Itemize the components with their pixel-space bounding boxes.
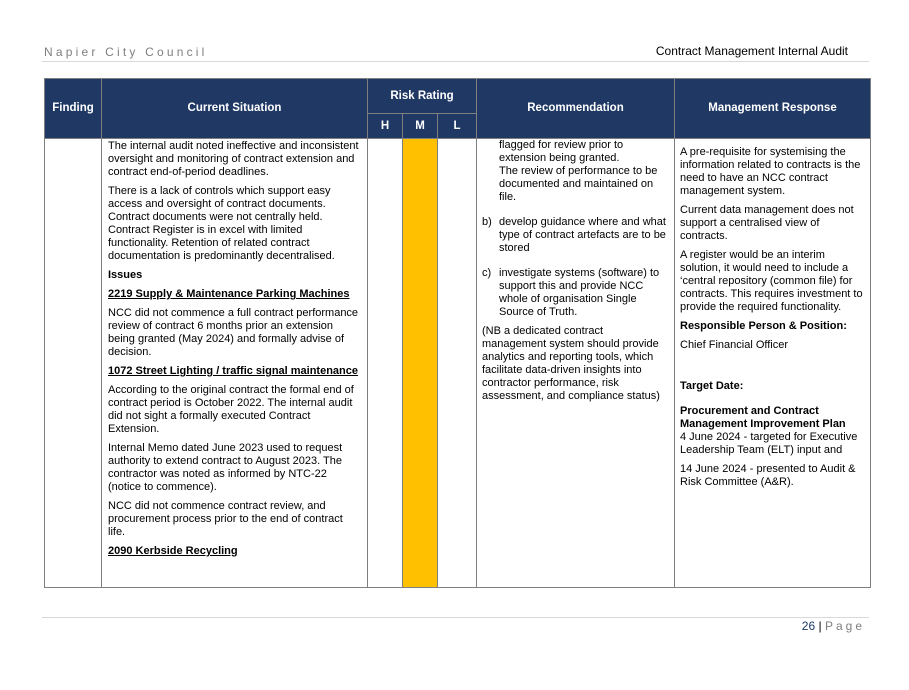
organisation-name: Napier City Council [44,45,208,59]
plan-text: 14 June 2024 - presented to Audit & Risk… [680,463,856,488]
target-date-label: Target Date: [680,380,744,392]
page-number: 26 [801,619,816,633]
management-response-header: Management Response [674,78,871,139]
list-text: investigate systems (software) to suppor… [499,267,660,318]
risk-medium-cell [402,138,438,588]
header-divider [42,61,869,62]
finding-cell [44,138,102,588]
responsible-person-label: Responsible Person & Position: [680,320,847,332]
issue-text: NCC did not commence a full contract per… [108,307,359,358]
response-paragraph: A register would be an interim solution,… [680,249,863,313]
plan-title: Procurement and Contract Management Impr… [680,405,846,430]
responsible-person: Chief Financial Officer [680,339,789,351]
risk-high-cell [367,138,403,588]
document-title: Contract Management Internal Audit [655,44,848,58]
list-marker: c) [482,267,492,279]
risk-rating-header: Risk Rating [367,78,477,114]
risk-low-cell [437,138,477,588]
finding-header: Finding [44,78,102,139]
page-word: Page [824,619,865,633]
situation-paragraph: The internal audit noted ineffective and… [108,140,359,178]
risk-low-header: L [437,113,477,139]
issues-heading: Issues [108,269,143,281]
recommendation-continued: flagged for review prior to extension be… [499,139,624,164]
risk-medium-header: M [402,113,438,139]
footer-separator: | [818,619,822,633]
list-marker: b) [482,216,492,228]
issue-text: According to the original contract the f… [108,384,354,435]
page-footer: 26 | Page [802,619,865,633]
recommendation-cell: flagged for review prior to extension be… [476,138,675,588]
recommendation-continued: The review of performance to be document… [499,165,658,203]
audit-findings-table: Finding Current Situation Risk Rating Re… [44,78,871,588]
issue-title: 1072 Street Lighting / traffic signal ma… [108,365,359,377]
plan-text: 4 June 2024 - targeted for Executive Lea… [680,431,858,456]
issue-title: 2219 Supply & Maintenance Parking Machin… [108,288,350,300]
issue-text: NCC did not commence contract review, an… [108,500,343,538]
current-situation-cell: The internal audit noted ineffective and… [101,138,368,588]
risk-high-header: H [367,113,403,139]
issue-text: Internal Memo dated June 2023 used to re… [108,442,343,493]
footer-divider [42,617,869,618]
table-row: The internal audit noted ineffective and… [44,138,871,588]
situation-paragraph: There is a lack of controls which suppor… [108,185,335,262]
issue-title: 2090 Kerbside Recycling [108,545,238,557]
management-response-cell: A pre-requisite for systemising the info… [674,138,871,588]
current-situation-header: Current Situation [101,78,368,139]
recommendation-header: Recommendation [476,78,675,139]
list-text: develop guidance where and what type of … [499,216,666,254]
recommendation-note: (NB a dedicated contract management syst… [482,325,660,402]
recommendation-item-c: c) investigate systems (software) to sup… [482,267,668,319]
response-paragraph: Current data management does not support… [680,204,854,242]
response-paragraph: A pre-requisite for systemising the info… [680,146,861,197]
recommendation-item-b: b) develop guidance where and what type … [482,216,668,255]
